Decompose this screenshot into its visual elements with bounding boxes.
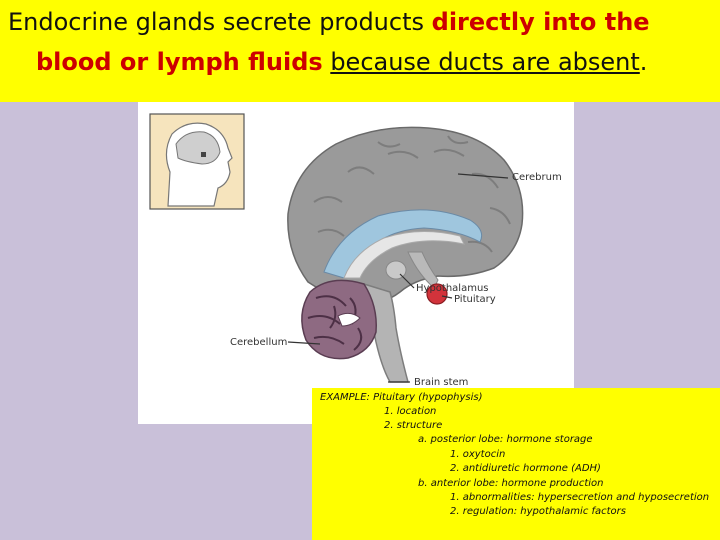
title-emphasis-2: blood or lymph fluids [36, 48, 323, 76]
title-period: . [639, 48, 648, 76]
cerebrum-leader [457, 173, 509, 179]
title-band: Endocrine glands secrete products direct… [0, 0, 720, 102]
example-line: b. anterior lobe: hormone production [418, 478, 604, 489]
title-line-2: blood or lymph fluids because ducts are … [0, 48, 720, 76]
hypothalamus-leader [399, 273, 415, 289]
example-heading: EXAMPLE: Pituitary (hypophysis) [320, 392, 483, 403]
example-box: EXAMPLE: Pituitary (hypophysis) 1. locat… [312, 388, 720, 540]
title-plain-text: Endocrine glands secrete products [8, 8, 432, 36]
label-brain-stem: Brain stem [414, 377, 469, 388]
example-line: 2. regulation: hypothalamic factors [450, 506, 626, 517]
brain-diagram [149, 113, 524, 383]
label-cerebellum: Cerebellum [230, 337, 288, 348]
example-line: 1. oxytocin [450, 449, 506, 460]
label-leader-lines [287, 173, 509, 383]
title-line-1: Endocrine glands secrete products direct… [0, 8, 720, 36]
pituitary-leader [441, 295, 453, 299]
label-hypothalamus: Hypothalamus [416, 283, 489, 294]
cerebellum-leader [287, 341, 321, 345]
example-line: 2. structure [384, 420, 443, 431]
head-inset [149, 113, 245, 210]
label-pituitary: Pituitary [454, 294, 496, 305]
title-underlined-text: because ducts are absent [330, 48, 640, 76]
example-line: 1. abnormalities: hypersecretion and hyp… [450, 492, 710, 503]
title-emphasis-1: directly into the [431, 8, 650, 36]
brain-figure: Cerebrum Hypothalamus Pituitary Cerebell… [138, 102, 574, 424]
label-cerebrum: Cerebrum [512, 172, 562, 183]
brain-section [287, 126, 524, 383]
example-line: a. posterior lobe: hormone storage [418, 434, 593, 445]
example-line: 1. location [384, 406, 437, 417]
example-line: 2. antidiuretic hormone (ADH) [450, 463, 601, 474]
